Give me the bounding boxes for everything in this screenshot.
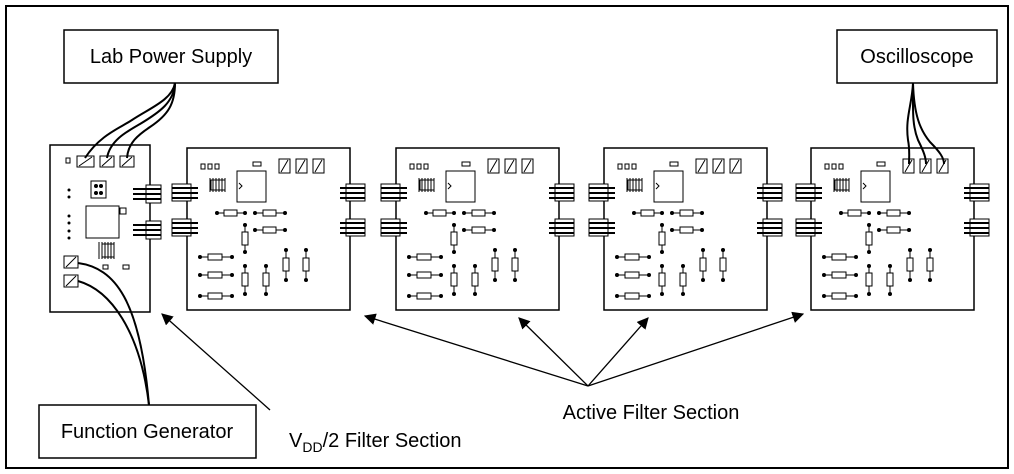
active-filter-board-2 xyxy=(380,147,575,311)
active-filter-label: Active Filter Section xyxy=(563,402,740,424)
function-generator-cables xyxy=(77,262,150,406)
function-generator-label: Function Generator xyxy=(61,421,234,443)
active-filter-board-4 xyxy=(795,147,990,311)
oscilloscope-box: Oscilloscope xyxy=(836,29,998,84)
annotation-arrows xyxy=(161,311,805,411)
vdd-half-filter-board xyxy=(49,144,162,313)
active-filter-board-3 xyxy=(588,147,783,311)
active-filter-board-1 xyxy=(171,147,366,311)
function-generator-box: Function Generator xyxy=(38,404,257,459)
lab-power-supply-box: Lab Power Supply xyxy=(63,29,279,84)
diagram-border xyxy=(5,5,1009,469)
vdd-half-filter-label: VDD/2 Filter Section xyxy=(289,430,462,455)
oscilloscope-cables xyxy=(906,82,945,165)
oscilloscope-label: Oscilloscope xyxy=(860,46,973,68)
lab-power-supply-label: Lab Power Supply xyxy=(90,46,252,68)
power-supply-cables xyxy=(84,82,176,159)
